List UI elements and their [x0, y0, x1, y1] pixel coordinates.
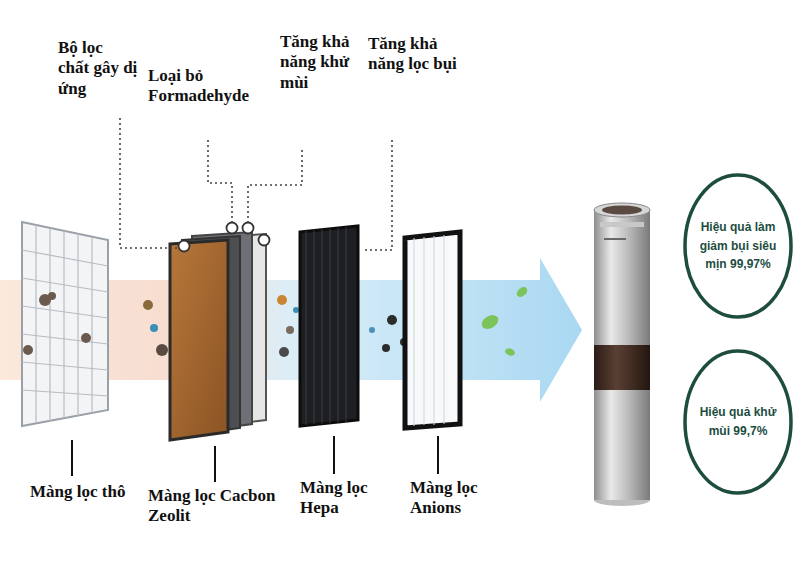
part-label: Màng lọc Anions	[410, 478, 514, 519]
result-text: Hiệu quả khử mùi 99,7%	[698, 403, 779, 440]
result-ellipse: Hiệu quả làm giảm bụi siêu mịn 99,97%	[682, 172, 794, 320]
result-text: Hiệu quả làm giảm bụi siêu mịn 99,97%	[698, 218, 779, 274]
callout-label: Loại bỏ Formadehyde	[148, 66, 270, 107]
callout-label: Tăng khả năng lọc bụi	[368, 34, 458, 75]
result-ellipse: Hiệu quả khử mùi 99,7%	[682, 348, 794, 496]
callout-label: Tăng khả năng khử mùi	[280, 32, 358, 93]
part-label: Màng lọc Hepa	[300, 478, 404, 519]
ellipse-outline	[682, 348, 794, 496]
callout-label: Bộ lọc chất gây dị ứng	[58, 38, 138, 99]
part-label: Màng lọc thô	[30, 482, 140, 502]
part-label: Màng lọc Cacbon Zeolit	[148, 486, 288, 527]
